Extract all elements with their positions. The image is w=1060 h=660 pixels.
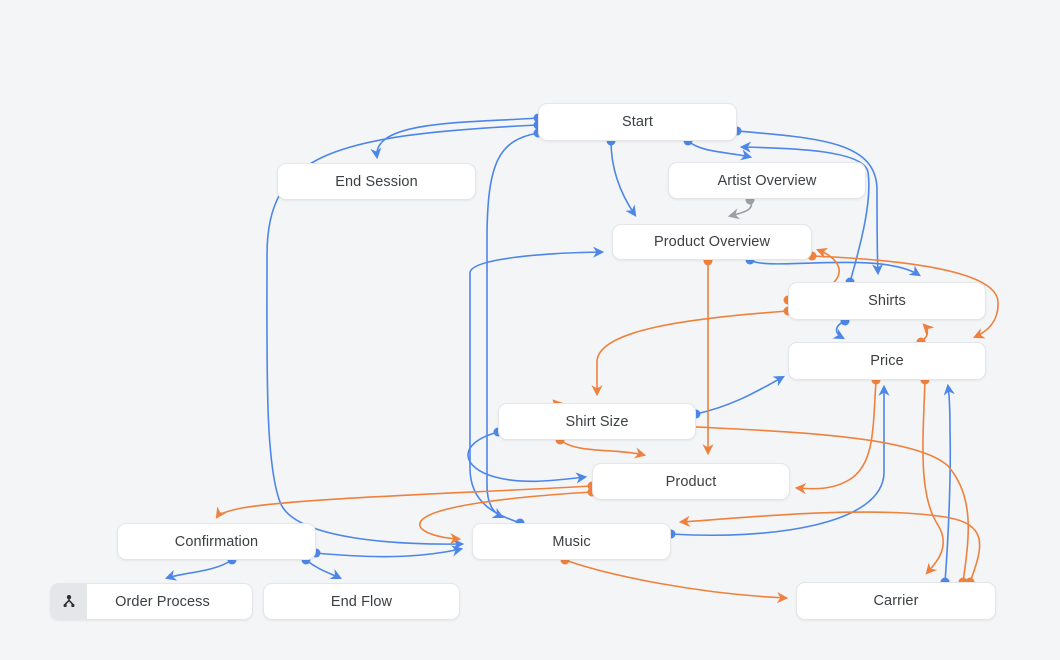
node-label: Carrier [873,593,919,609]
node-label: Shirts [868,293,906,309]
edge-start-to-shirts[interactable] [732,126,884,276]
node-label: End Session [335,173,418,190]
edge-price-to-carrier[interactable] [920,375,944,575]
node-icon-cap [51,584,87,619]
edge-carrier-to-music[interactable] [678,511,981,587]
edge-start-to-music[interactable] [486,128,543,519]
edge-start-to-artist-overview[interactable] [683,136,753,161]
edge-music-to-product-overview[interactable] [469,246,605,528]
node-label: Order Process [115,593,210,610]
node-price[interactable]: Price [788,342,986,380]
node-shirts[interactable]: Shirts [788,282,986,320]
node-start[interactable]: Start [538,103,737,141]
node-label: End Flow [330,593,393,610]
node-confirmation[interactable]: Confirmation [117,523,316,560]
edge-confirmation-to-end-flow[interactable] [301,555,343,580]
node-carrier[interactable]: Carrier [796,582,996,620]
edge-start-to-product-overview[interactable] [606,136,637,217]
node-end-session[interactable]: End Session [277,163,476,200]
edge-product-to-confirmation[interactable] [215,481,597,519]
edge-start-to-music[interactable] [266,120,543,550]
edge-shirts-to-price[interactable] [832,316,850,340]
edge-confirmation-to-music[interactable] [311,545,464,558]
node-music[interactable]: Music [472,523,671,560]
edge-artist-overview-to-product-overview[interactable] [727,195,755,220]
node-end-flow[interactable]: End Flow [263,583,460,620]
node-label: Music [552,533,591,550]
node-label: Artist Overview [717,172,817,189]
node-label: Product Overview [653,234,771,250]
flow-branch-icon [63,594,75,607]
node-label: Product [665,473,717,490]
node-artist-overview[interactable]: Artist Overview [668,162,866,199]
node-product-overview[interactable]: Product Overview [612,224,812,260]
edge-shirts-to-shirt-size[interactable] [591,306,793,397]
node-label: Start [621,114,654,130]
node-label: Confirmation [174,533,259,550]
edge-price-to-shirts[interactable] [916,323,935,347]
node-shirt-size[interactable]: Shirt Size [498,403,696,440]
node-label: Shirt Size [565,413,629,430]
edge-music-to-price[interactable] [666,384,890,539]
edge-shirt-size-to-product[interactable] [555,435,647,459]
edge-carrier-to-price[interactable] [940,383,955,587]
edge-product-overview-to-price[interactable] [807,251,999,339]
edge-start-to-end-session[interactable] [370,113,543,160]
edge-music-to-carrier[interactable] [560,555,789,604]
node-product[interactable]: Product [592,463,790,500]
node-label: Price [870,353,904,369]
edge-price-to-product[interactable] [794,375,881,495]
edge-shirt-size-to-price[interactable] [691,375,785,419]
node-order-process[interactable]: Order Process [50,583,253,620]
edge-product-to-music[interactable] [418,487,597,545]
edge-shirts-to-start[interactable] [739,141,870,287]
edge-confirmation-to-order-process[interactable] [164,555,237,581]
